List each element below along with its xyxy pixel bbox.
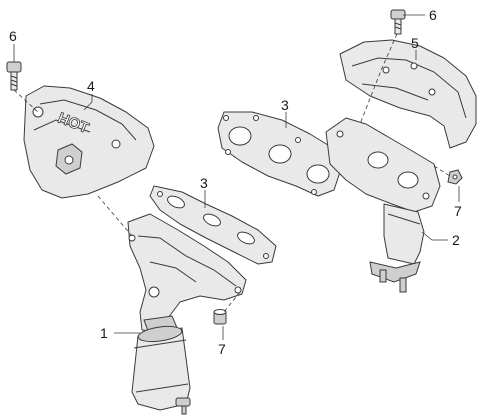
nut-right xyxy=(447,169,463,185)
callout-7-right: 7 xyxy=(454,203,462,219)
callout-leaders xyxy=(13,14,460,340)
bolt-left xyxy=(6,61,22,91)
callout-3-right: 3 xyxy=(281,97,289,113)
exhaust-manifold-right xyxy=(325,117,441,293)
assembly-lines xyxy=(13,33,451,313)
heat-shield-left: HOT xyxy=(23,85,155,199)
nut-left xyxy=(213,309,227,325)
callout-6-left: 6 xyxy=(9,28,17,44)
gasket-left xyxy=(149,185,277,265)
callout-1: 1 xyxy=(100,325,108,341)
callout-7-left: 7 xyxy=(218,341,226,357)
gasket-right xyxy=(217,111,341,197)
callout-5: 5 xyxy=(411,35,419,51)
callout-4: 4 xyxy=(87,78,95,94)
catalytic-converter xyxy=(131,325,191,415)
heat-shield-right xyxy=(339,39,477,149)
callout-2: 2 xyxy=(452,232,460,248)
bolt-right xyxy=(390,9,406,35)
callout-6-right: 6 xyxy=(429,7,437,23)
callout-3-left: 3 xyxy=(200,175,208,191)
